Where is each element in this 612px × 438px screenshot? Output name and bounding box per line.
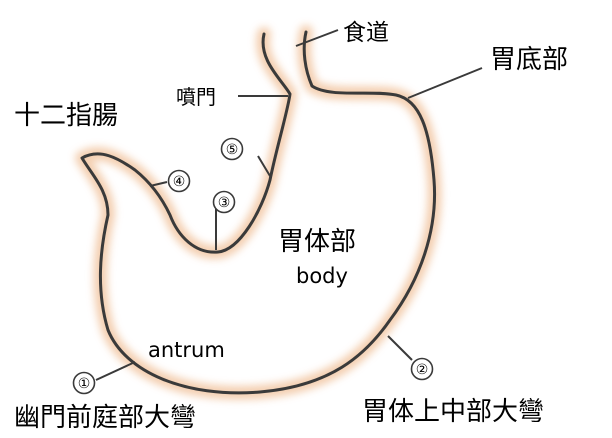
stomach-outline — [82, 32, 435, 393]
esophagus-label: 食道 — [343, 20, 389, 46]
marker-2: ② — [412, 359, 433, 380]
marker-1-label: ① — [78, 376, 91, 392]
marker-5: ⑤ — [222, 139, 243, 160]
cardia-label: 噴門 — [176, 85, 216, 109]
leader-fundus — [408, 68, 482, 98]
marker-2-label: ② — [416, 362, 429, 378]
marker-3: ③ — [214, 192, 235, 213]
leader-marker-2 — [388, 336, 412, 360]
antrum-label: antrum — [148, 338, 225, 362]
leader-marker-1 — [96, 362, 135, 380]
fundus-label: 胃底部 — [490, 45, 568, 75]
marker-5-label: ⑤ — [226, 142, 239, 158]
body-jp-label: 胃体部 — [278, 227, 356, 257]
marker-3-label: ③ — [218, 195, 231, 211]
marker-1: ① — [74, 373, 95, 394]
upper-body-greater-curvature-label: 胃体上中部大彎 — [362, 397, 544, 427]
body-en-label: body — [296, 264, 348, 288]
pylorus-greater-curvature-label: 幽門前庭部大彎 — [14, 403, 196, 433]
marker-4-label: ④ — [173, 174, 186, 190]
marker-4: ④ — [169, 171, 190, 192]
duodenum-label: 十二指腸 — [14, 101, 118, 131]
